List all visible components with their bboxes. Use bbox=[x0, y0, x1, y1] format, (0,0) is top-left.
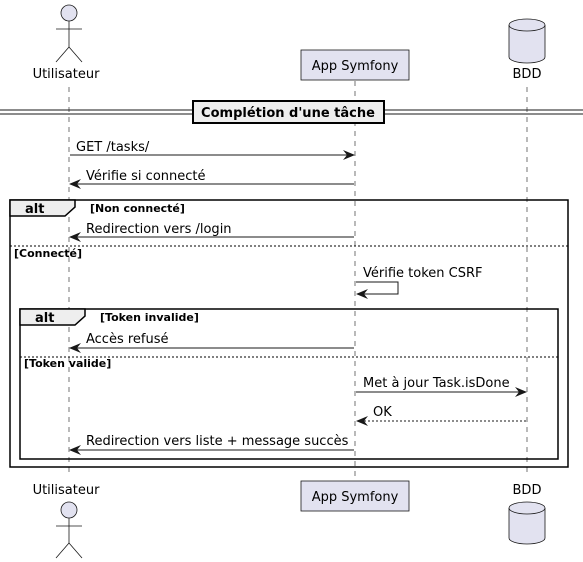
alt-tab-inner bbox=[19, 308, 86, 326]
participant-app-box-top bbox=[300, 49, 410, 81]
message-label-5: Accès refusé bbox=[86, 332, 169, 347]
message-label-6: Met à jour Task.isDone bbox=[363, 376, 510, 391]
divider-title: Complétion d'une tâche bbox=[201, 106, 375, 121]
message-label-2: Vérifie si connecté bbox=[86, 169, 206, 184]
alt-fragment-outer bbox=[9, 199, 569, 468]
participant-db-label-top: BDD bbox=[513, 67, 542, 82]
participant-app-box-bottom bbox=[300, 480, 410, 512]
database-icon-top bbox=[508, 18, 546, 64]
message-label-1: GET /tasks/ bbox=[76, 140, 150, 155]
alt-guard-outer: [Non connecté] bbox=[90, 202, 185, 215]
divider-title-box bbox=[192, 100, 385, 124]
message-label-8: Redirection vers liste + message succès bbox=[86, 434, 349, 449]
participant-user-label-bottom: Utilisateur bbox=[33, 483, 101, 498]
alt-tab-outer bbox=[9, 199, 76, 217]
message-arrow-4 bbox=[356, 281, 399, 299]
database-icon-bottom bbox=[508, 501, 546, 545]
participant-db-label-bottom: BDD bbox=[513, 483, 542, 498]
participant-user-label-top: Utilisateur bbox=[33, 67, 101, 82]
actor-icon-top bbox=[55, 4, 83, 63]
participant-app-label-top: App Symfony bbox=[312, 59, 399, 74]
actor-icon-bottom bbox=[55, 501, 83, 559]
alt-else-guard-inner: [Token valide] bbox=[24, 357, 111, 370]
message-label-7: OK bbox=[373, 405, 392, 420]
alt-else-guard-outer: [Connecté] bbox=[14, 247, 82, 260]
alt-keyword-inner: alt bbox=[35, 311, 54, 326]
alt-fragment-inner bbox=[19, 308, 559, 460]
message-label-3: Redirection vers /login bbox=[86, 222, 232, 237]
alt-keyword-outer: alt bbox=[25, 202, 44, 217]
participant-app-label-bottom: App Symfony bbox=[312, 490, 399, 505]
alt-guard-inner: [Token invalide] bbox=[100, 311, 199, 324]
message-label-4: Vérifie token CSRF bbox=[363, 266, 482, 281]
